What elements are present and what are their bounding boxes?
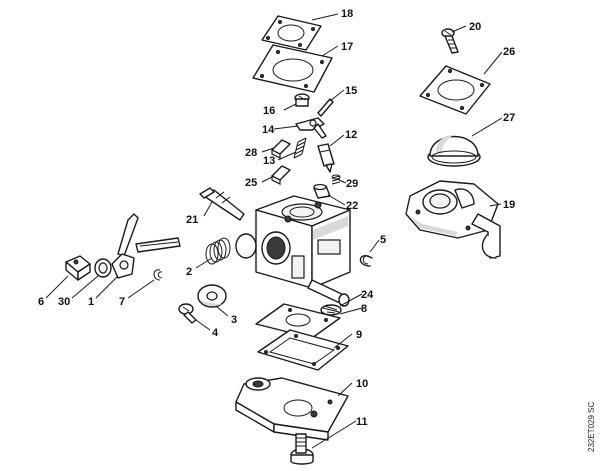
- callout-28: 28: [245, 147, 257, 159]
- callout-6: 6: [38, 296, 44, 308]
- part-5-circlip: [359, 255, 373, 267]
- callout-14: 14: [262, 124, 275, 136]
- callout-12: 12: [345, 129, 357, 141]
- callout-30: 30: [58, 296, 70, 308]
- callout-26: 26: [503, 46, 515, 58]
- part-17-gasket: [252, 44, 333, 93]
- part-22-sleeve: [313, 183, 331, 199]
- drawing-reference-code: 232ET029 SC: [587, 402, 596, 452]
- callout-29: 29: [346, 178, 358, 190]
- callouts: 18 17 20 26 16 15 14 27 12 28 13 25 29 2…: [38, 8, 515, 428]
- part-13-spring: [293, 137, 307, 159]
- part-19-pump-cover: [405, 180, 501, 259]
- part-7-clip: [153, 269, 163, 281]
- part-4-screw: [178, 303, 197, 324]
- part-6-swivel: [65, 255, 91, 281]
- part-21-throttle-shaft: [199, 187, 245, 221]
- part-3-disc: [197, 284, 227, 308]
- part-2-spring: [205, 237, 231, 265]
- part-14-lever: [295, 117, 327, 139]
- part-10-end-cover: [235, 377, 349, 441]
- callout-25: 25: [245, 177, 257, 189]
- part-1-throttle-lever: [111, 213, 181, 279]
- part-20-screw: [441, 28, 459, 54]
- part-28-block: [271, 139, 291, 159]
- part-11-screw: [290, 433, 314, 465]
- callout-21: 21: [186, 214, 198, 226]
- part-30-washer: [94, 258, 112, 278]
- part-9-gasket: [257, 329, 349, 371]
- part-18-metering-diaphragm: [261, 15, 322, 51]
- callout-17: 17: [341, 41, 353, 53]
- part-12-inlet-needle: [317, 143, 335, 173]
- part-15-pin: [317, 98, 334, 117]
- callout-10: 10: [356, 378, 368, 390]
- callout-11: 11: [356, 416, 368, 428]
- callout-24: 24: [361, 289, 374, 301]
- leader-lines: [45, 13, 503, 449]
- callout-27: 27: [503, 112, 515, 124]
- callout-8: 8: [361, 303, 367, 315]
- part-25-block: [271, 165, 291, 185]
- callout-2: 2: [186, 266, 192, 278]
- callout-7: 7: [119, 296, 125, 308]
- callout-13: 13: [263, 155, 275, 167]
- carburetor-body: [235, 195, 351, 307]
- part-29-spring: [331, 174, 341, 185]
- callout-9: 9: [356, 329, 362, 341]
- callout-4: 4: [212, 327, 219, 339]
- part-26-pump-gasket: [419, 65, 491, 115]
- part-24-screen: [320, 304, 342, 316]
- part-16-screw: [294, 93, 310, 107]
- callout-18: 18: [341, 8, 353, 20]
- callout-5: 5: [380, 234, 386, 246]
- callout-20: 20: [469, 21, 481, 33]
- part-27-primer-bulb: [427, 135, 481, 167]
- callout-22: 22: [346, 200, 358, 212]
- callout-16: 16: [263, 105, 275, 117]
- callout-19: 19: [503, 199, 515, 211]
- callout-3: 3: [231, 314, 237, 326]
- callout-1: 1: [88, 296, 94, 308]
- callout-15: 15: [345, 85, 357, 97]
